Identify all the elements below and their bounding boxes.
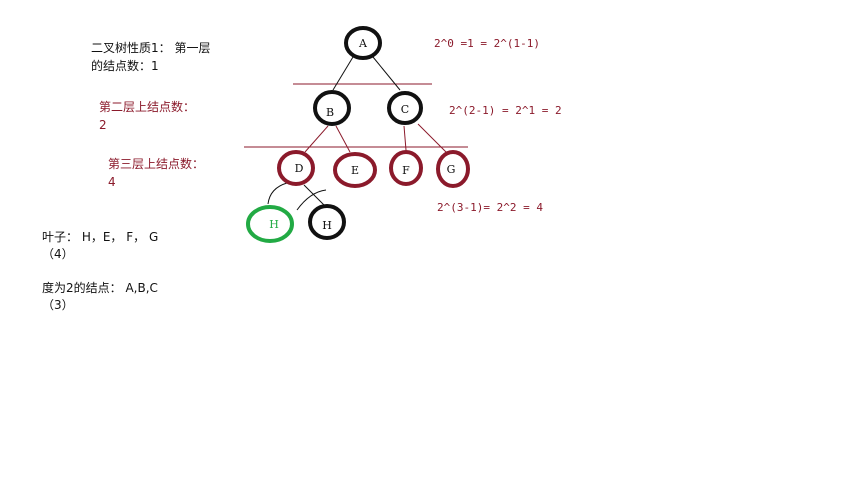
edge-b-e [335, 125, 351, 153]
formula-level3: 2^(3-1)= 2^2 = 4 [437, 201, 543, 214]
node-f-label: F [402, 164, 410, 177]
edge-b-d [304, 125, 329, 153]
node-e-label: E [351, 164, 359, 177]
edge-a-b [332, 56, 354, 91]
node-a [344, 26, 382, 60]
degree2-note-line2: （3） [42, 298, 74, 312]
edge-c-f [403, 125, 407, 151]
leaves-note-line1: 叶子： H，E， F， G [42, 230, 159, 244]
node-d-label: D [295, 162, 304, 175]
node-b-label: B [326, 106, 334, 119]
node-g-label: G [447, 163, 456, 176]
node-h-black [308, 204, 346, 240]
node-b [313, 90, 351, 126]
edge-a-c [372, 56, 401, 91]
property-note-line1: 二叉树性质1： 第一层 [91, 41, 211, 55]
level2-note-line1: 第二层上结点数： [99, 100, 196, 114]
formula-level1: 2^0 =1 = 2^(1-1) [434, 37, 540, 50]
node-h-black-label: H [322, 219, 332, 232]
node-e [333, 152, 377, 188]
leaves-note-line2: （4） [42, 247, 74, 261]
edge-d-h-black [303, 184, 326, 207]
node-d [277, 150, 315, 186]
node-h-green [246, 205, 294, 243]
edge-c-g [417, 123, 447, 153]
level3-note-line2: 4 [108, 175, 116, 189]
level2-note-line2: 2 [99, 118, 107, 132]
property-note-line2: 的结点数：1 [91, 59, 159, 73]
node-f [389, 150, 423, 186]
node-g [436, 150, 470, 188]
node-a-label: A [358, 37, 368, 50]
level3-note-line1: 第三层上结点数： [108, 157, 205, 171]
node-h-green-label: H [269, 218, 279, 231]
formula-level2: 2^(2-1) = 2^1 = 2 [449, 104, 562, 117]
node-c [387, 91, 423, 125]
degree2-note-line1: 度为2的结点： A,B,C [42, 281, 158, 295]
cross-out-mark [296, 189, 327, 211]
node-c-label: C [401, 103, 409, 116]
edge-d-h-green [267, 182, 288, 205]
